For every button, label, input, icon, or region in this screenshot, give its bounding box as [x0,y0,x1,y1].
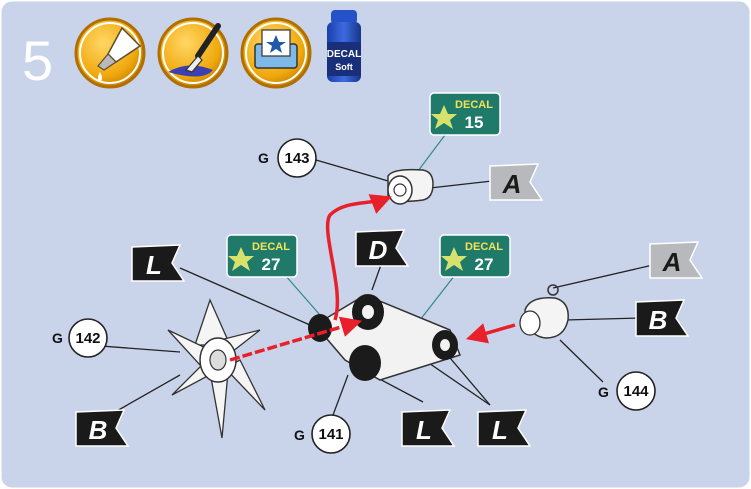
flag-D: D [355,229,410,267]
flag-letter: D [369,235,388,265]
decal-callout-27-left: DECAL 27 [226,234,298,278]
part-number: 142 [75,330,100,347]
flag-L-bottom-right: L [477,409,532,447]
decal-label: DECAL [252,241,290,253]
flag-B-alternator: B [635,299,690,337]
flag-letter: L [146,250,162,280]
decal-number: 27 [262,255,281,274]
part-number: 141 [318,426,343,443]
part-callout-143: G 143 [258,138,317,178]
flag-letter: B [649,305,668,335]
decal-callout-15: DECAL 15 [429,92,501,136]
part-prefix: G [258,150,269,166]
decal-callout-27-right: DECAL 27 [439,234,511,278]
part-callout-144: G 144 [598,371,656,411]
step-number: 5 [22,29,53,92]
water-pump-part [387,168,434,205]
flag-letter: L [492,415,508,445]
bottle-label-decal: DECAL [327,49,361,60]
paint-brush-icon [157,17,229,89]
pulley-belt-part [308,294,461,381]
part-prefix: G [598,384,609,400]
decal-leader-lines [284,134,456,321]
decal-water-dip-icon [240,17,312,89]
decal-number: 27 [475,255,494,274]
part-prefix: G [52,330,63,346]
flag-L-bottom-center: L [401,409,456,447]
flag-B-fan: B [75,409,130,447]
flag-A-pump: A [489,163,544,201]
flag-letter: A [502,169,522,199]
decal-number: 15 [465,113,484,132]
bottle-label-soft: Soft [335,62,353,72]
alternator-part [519,284,569,339]
part-number: 144 [623,383,649,400]
decal-softener-bottle-icon: DECAL Soft [327,10,361,82]
part-number: 143 [284,150,309,167]
glue-drop-icon [74,17,146,89]
part-prefix: G [294,427,305,443]
assembly-arrows [229,194,516,362]
part-callout-141: G 141 [294,414,351,454]
flag-L-left: L [131,244,186,282]
part-callout-142: G 142 [52,318,108,358]
flag-letter: A [662,247,682,277]
flag-letter: L [416,415,432,445]
flag-A-alternator: A [649,241,704,279]
decal-label: DECAL [455,99,493,111]
flag-letter: B [89,415,108,445]
decal-label: DECAL [465,241,503,253]
fan-part [167,298,266,439]
